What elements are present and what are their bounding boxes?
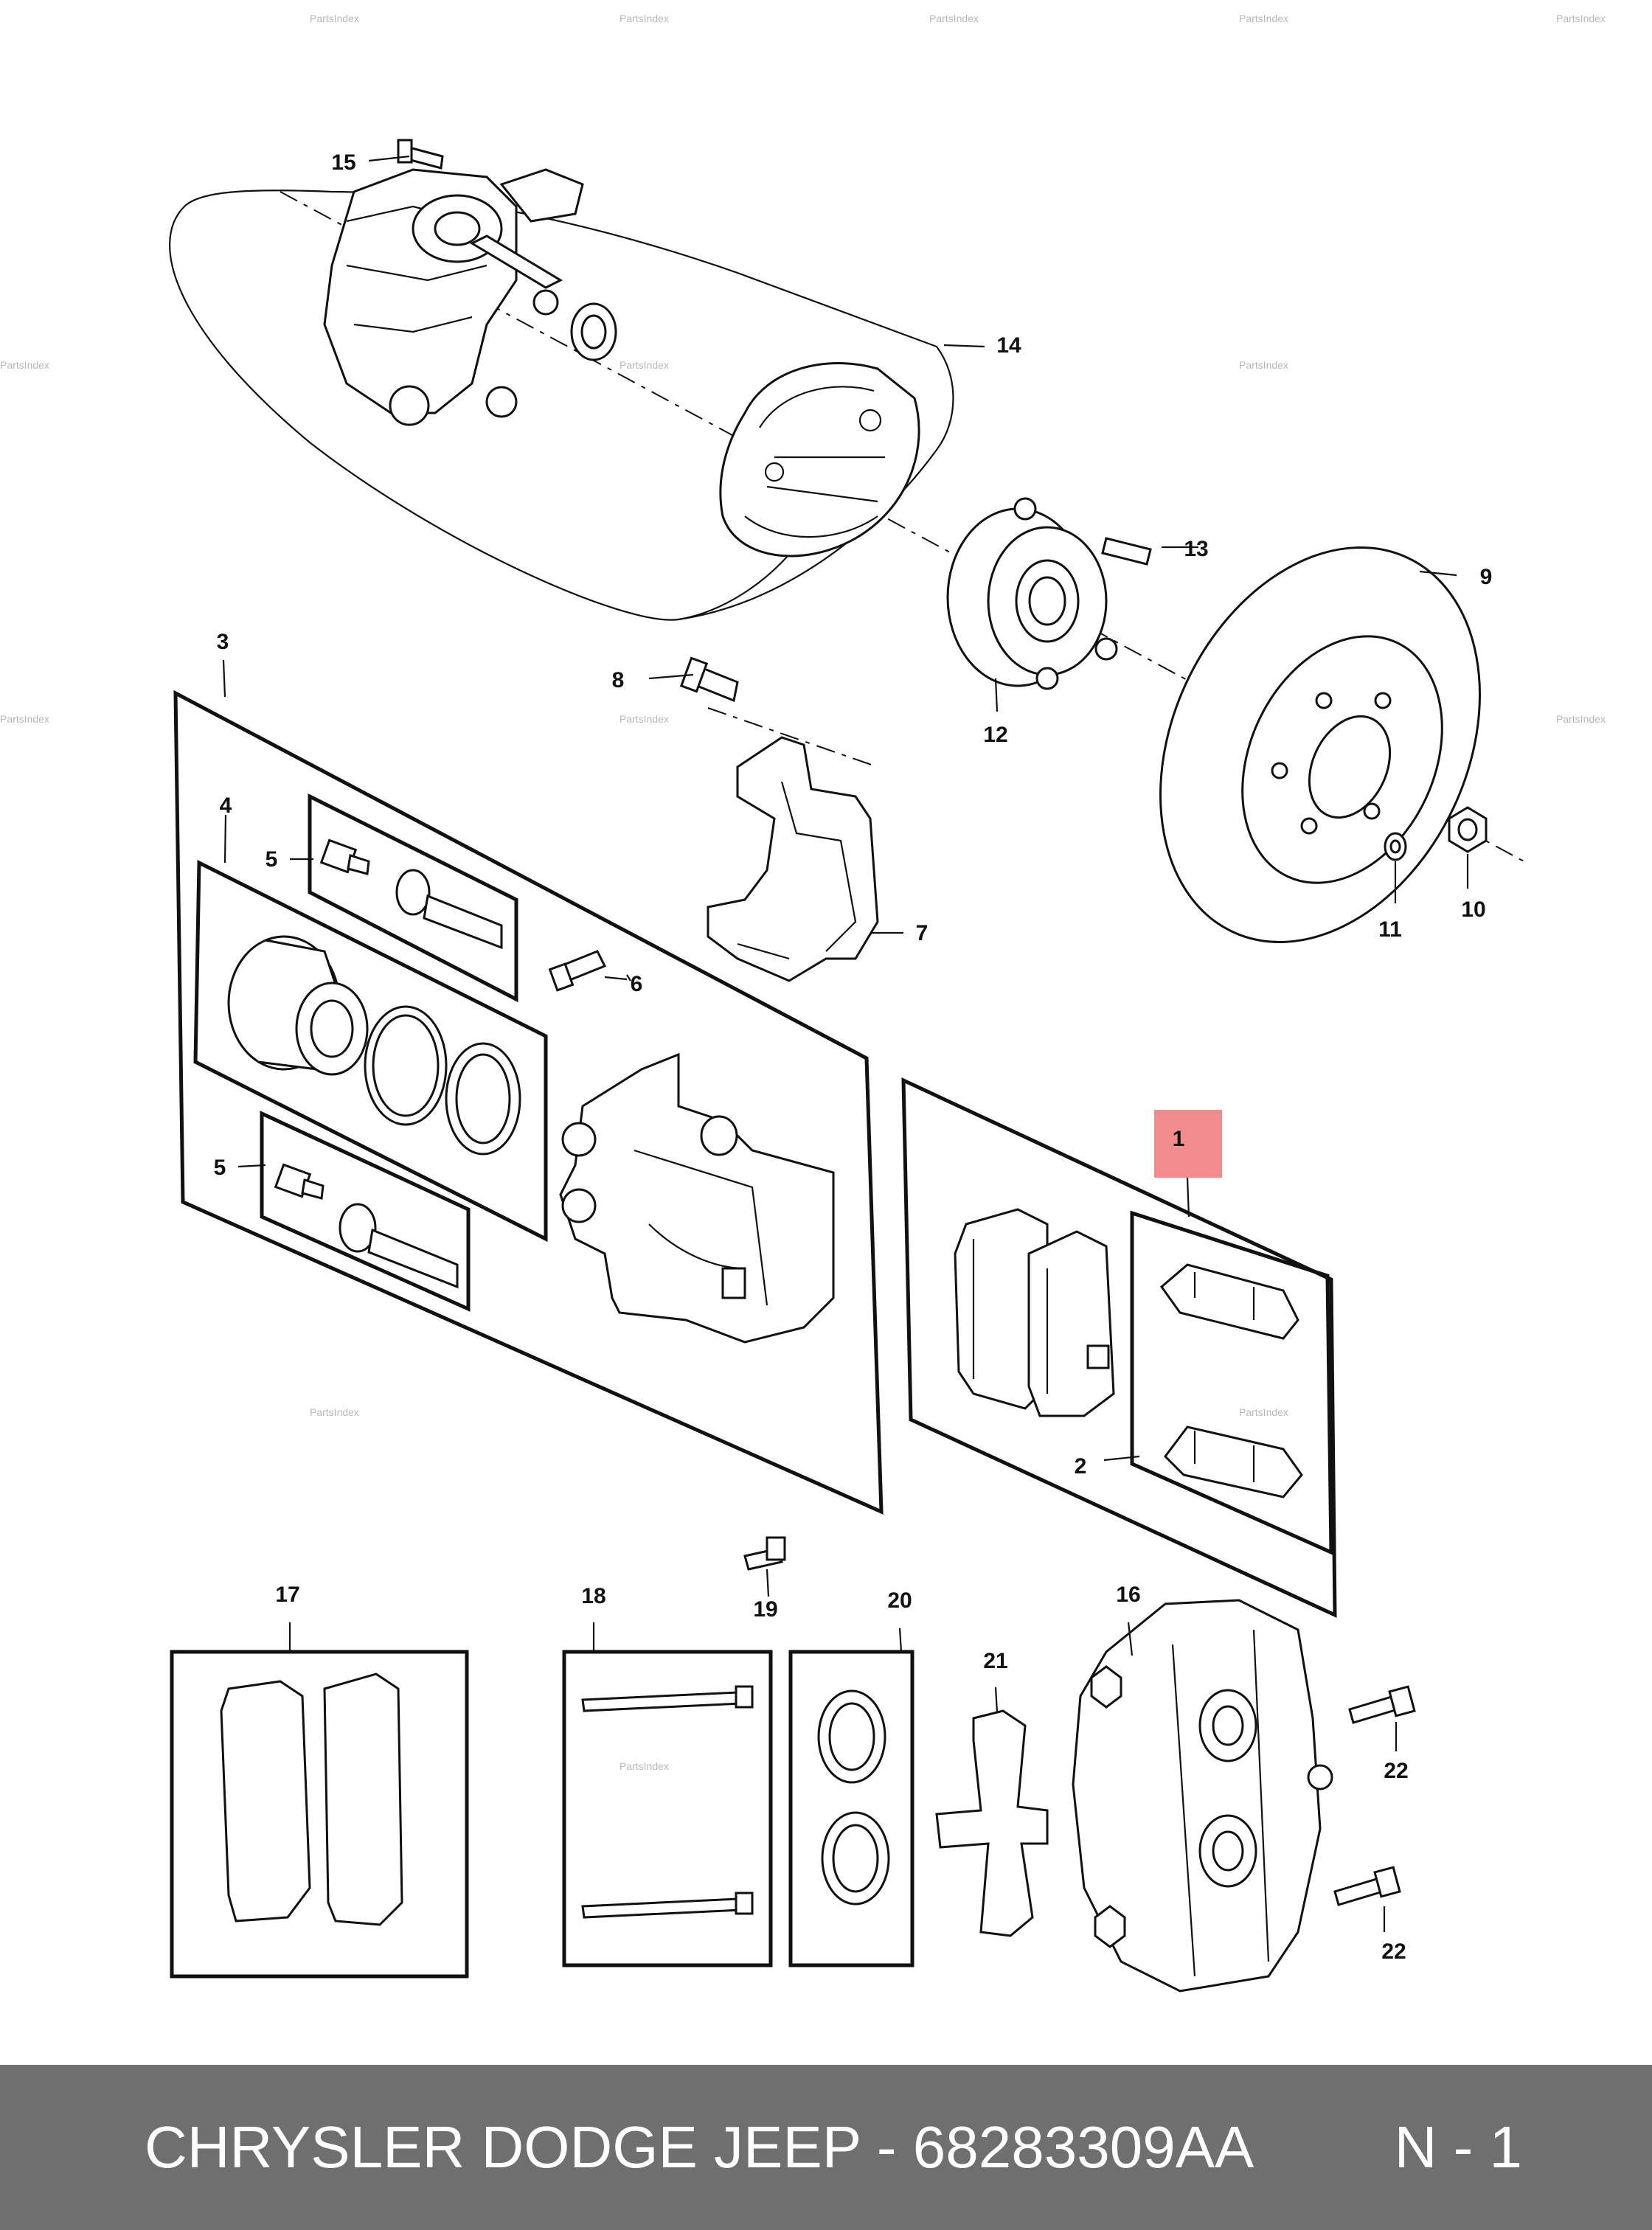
watermark: PartsIndex: [1239, 13, 1288, 24]
callout-9: 9: [1480, 565, 1493, 589]
watermark: PartsIndex: [620, 359, 669, 371]
callout-11: 11: [1378, 917, 1402, 942]
callout-22-lower: 22: [1381, 1939, 1406, 1964]
hub-bearing: [946, 497, 1118, 690]
callout-2: 2: [1075, 1454, 1087, 1479]
watermark: PartsIndex: [1239, 1406, 1288, 1418]
leader-lines: [222, 155, 1469, 1932]
bolt-22-lower: [1333, 1866, 1401, 1906]
watermark: PartsIndex: [0, 359, 49, 371]
callout-13: 13: [1184, 537, 1208, 561]
callouts: 1 2 3 4 5 5 6 7 8 9 10 11 12 13 14 15 16…: [214, 150, 1493, 1964]
callout-22-upper: 22: [1384, 1759, 1408, 1783]
callout-3: 3: [217, 630, 229, 654]
clip-11: [1384, 832, 1407, 861]
watermark: PartsIndex: [929, 13, 979, 24]
washer: [570, 302, 617, 361]
frame-20: [788, 1650, 914, 1967]
caliper-bracket: [707, 736, 879, 982]
wheel-stud-13: [1101, 537, 1152, 566]
callout-14: 14: [996, 333, 1021, 358]
bolt-8: [679, 656, 739, 703]
callout-5-lower: 5: [214, 1156, 226, 1180]
watermark: PartsIndex: [0, 713, 49, 725]
frame-18: [562, 1650, 773, 1967]
callout-20: 20: [887, 1588, 912, 1613]
watermark: PartsIndex: [1556, 13, 1606, 24]
watermark: PartsIndex: [310, 1406, 359, 1418]
bleeder-6: [548, 950, 607, 992]
watermark: PartsIndex: [620, 13, 669, 24]
watermark: PartsIndex: [310, 13, 359, 24]
kit-frame-3: [173, 690, 884, 1515]
kit-frame-4: [193, 859, 548, 1243]
callout-5-upper: 5: [266, 847, 278, 872]
part-number-title: CHRYSLER DODGE JEEP - 68283309AA: [145, 2114, 1254, 2180]
callout-21: 21: [983, 1649, 1007, 1673]
caliper-16: [1072, 1599, 1333, 1993]
callout-18: 18: [581, 1584, 605, 1608]
brake-exploded-diagram: PartsIndex PartsIndex PartsIndex PartsIn…: [0, 13, 1606, 1993]
callout-12: 12: [983, 723, 1007, 747]
callout-4: 4: [220, 793, 232, 818]
watermark: PartsIndex: [1239, 359, 1288, 371]
watermark: PartsIndex: [620, 713, 669, 725]
anti-rattle-spring-21: [935, 1709, 1049, 1937]
caliper-body: [559, 1052, 835, 1344]
callout-1: 1: [1173, 1127, 1185, 1151]
bolt-22-upper: [1348, 1685, 1416, 1724]
pad-clips-2: [1159, 1263, 1303, 1498]
bolt-15: [397, 139, 444, 170]
frame-17: [170, 1650, 469, 1979]
parking-brake-shoes: [719, 362, 920, 558]
footer-bar: CHRYSLER DODGE JEEP - 68283309AA N - 1: [0, 2065, 1652, 2230]
watermark-layer: PartsIndex PartsIndex PartsIndex PartsIn…: [0, 13, 1606, 1772]
callout-19: 19: [753, 1597, 777, 1622]
callout-8: 8: [612, 668, 625, 692]
bolt-19: [743, 1536, 786, 1571]
callout-10: 10: [1461, 897, 1485, 922]
lug-nut-10: [1448, 806, 1488, 853]
callout-17: 17: [275, 1583, 299, 1607]
steering-knuckle: [323, 168, 584, 426]
kit-frame-5-lower: [260, 1111, 471, 1312]
watermark: PartsIndex: [620, 1760, 669, 1772]
callout-15: 15: [331, 150, 355, 175]
watermark: PartsIndex: [1556, 713, 1606, 725]
callout-16: 16: [1116, 1583, 1140, 1607]
callout-7: 7: [916, 921, 929, 945]
kit-frame-5-upper: [308, 793, 518, 1003]
callout-6: 6: [631, 972, 643, 996]
page-indicator: N - 1: [1394, 2114, 1522, 2180]
callout-1-highlight: [1154, 1110, 1222, 1178]
brake-pads-1: [954, 1208, 1115, 1417]
